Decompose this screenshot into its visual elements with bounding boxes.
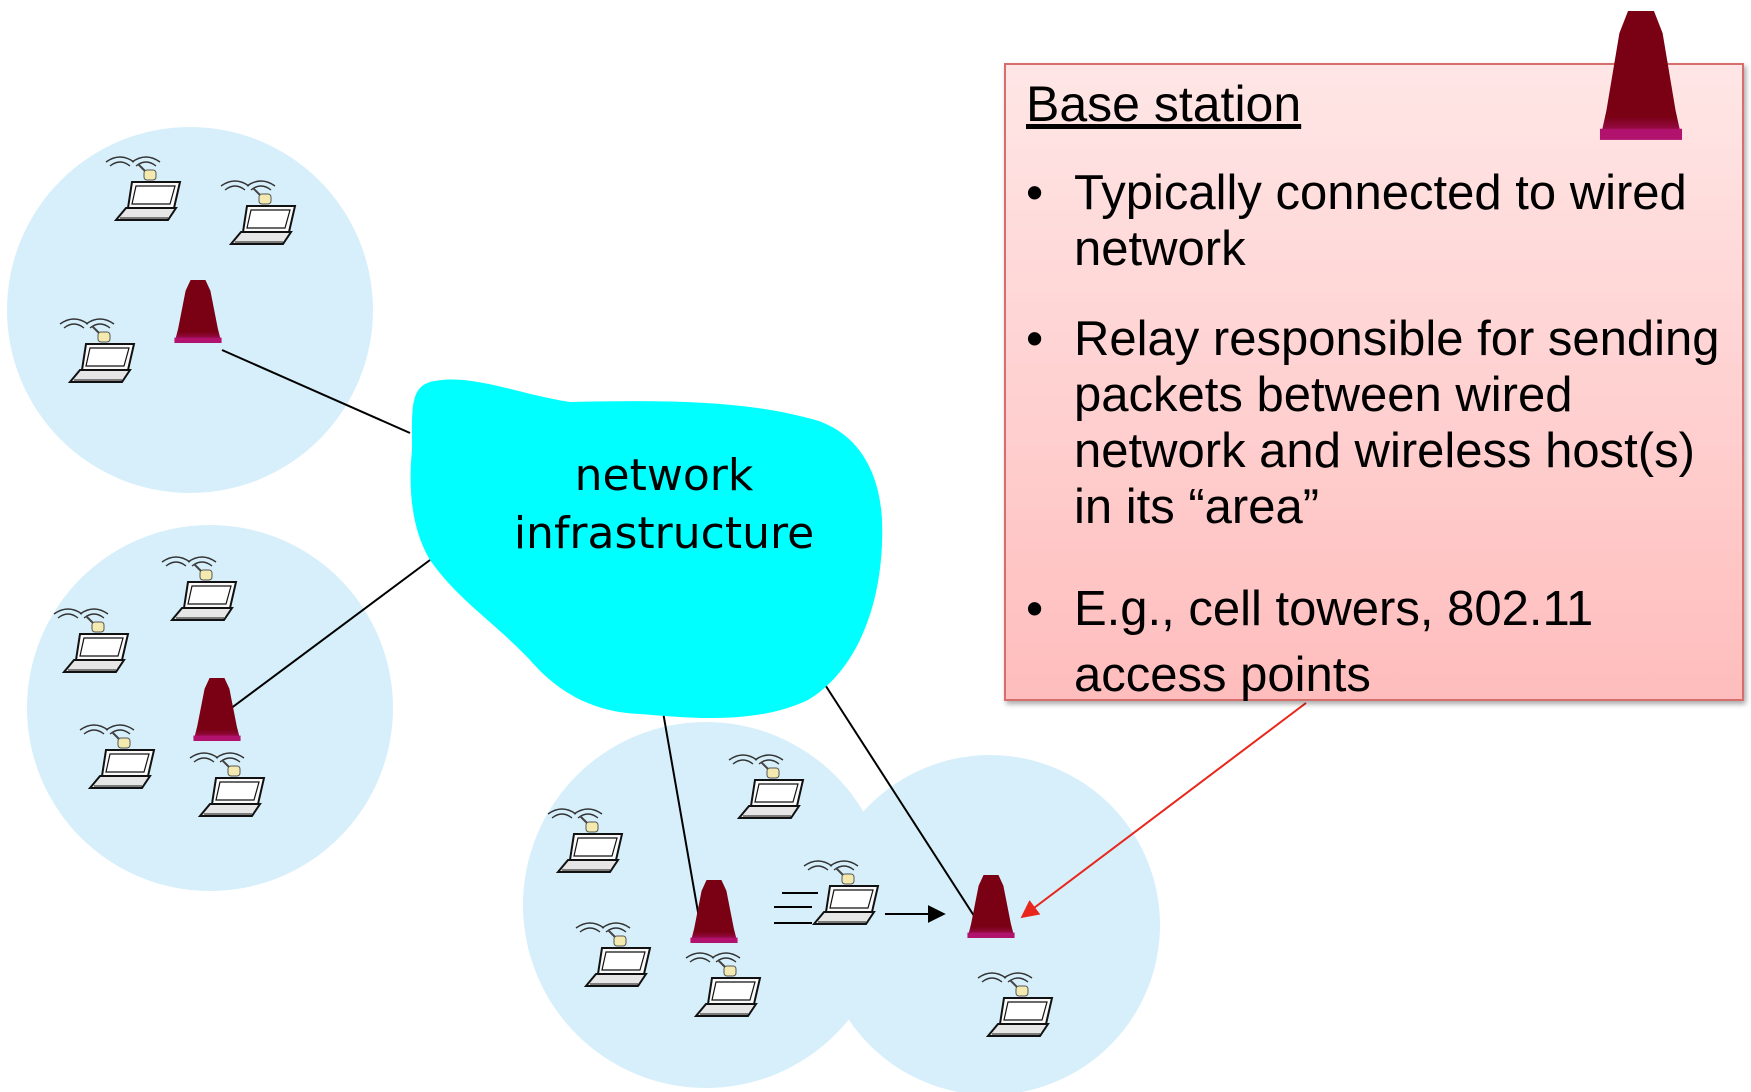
bullet-marker: • [1026,312,1044,366]
link-bottom-center [662,711,703,936]
base-station-callout: Base station • Typically connected to wi… [1004,11,1744,702]
bullet-marker: • [1026,166,1044,220]
bullet-item: • Typically connected to wired network [1026,165,1732,277]
cloud-label-line1: network [575,450,754,501]
bullet-text: Typically connected to wired network [1074,166,1687,276]
bullet-marker: • [1026,582,1044,636]
bullet-item: • E.g., cell towers, 802.11 access point… [1026,576,1732,708]
callout-pointer-arrow [1020,702,1307,919]
network-infrastructure-cloud [410,379,883,719]
link-middle-left [225,559,431,713]
link-bottom-right [821,679,979,923]
link-top-left [221,349,411,434]
cloud-label-line2: infrastructure [514,508,814,559]
bullet-text: E.g., cell towers, 802.11 access points [1074,582,1594,702]
tower-icon [1599,11,1683,140]
callout-title: Base station [1026,76,1302,132]
bullet-item: • Relay responsible for sending packets … [1026,311,1732,535]
bullet-text: Relay responsible for sending packets be… [1074,312,1720,534]
